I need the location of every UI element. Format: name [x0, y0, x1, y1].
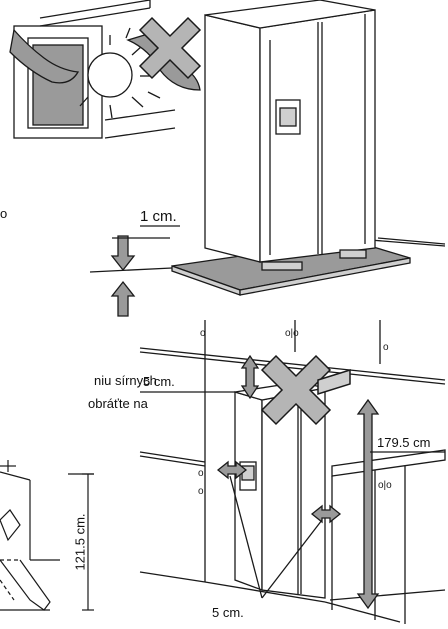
side-gap-label: 5 cm. — [212, 605, 244, 620]
height-label: 179.5 cm — [377, 435, 431, 450]
svg-text:o: o — [383, 342, 389, 353]
sun-icon — [79, 27, 163, 119]
door-depth-label: 121.5 cm. — [72, 513, 88, 571]
svg-text:o|o: o|o — [378, 480, 392, 491]
x-mark-icon — [260, 354, 351, 426]
door-swing-diagram — [0, 460, 94, 611]
svg-text:o|o: o|o — [285, 328, 299, 339]
kitchen-cabinets: o o|o o o o o|o — [139, 320, 446, 624]
body-text-line-2: obráťte na — [88, 396, 148, 411]
svg-text:o: o — [200, 328, 206, 339]
window-sun-illustration — [9, 0, 176, 139]
gap-label-1cm: 1 cm. — [140, 208, 177, 225]
top-clearance-label: 5 cm. — [143, 374, 175, 389]
x-mark-icon — [138, 16, 202, 80]
arrow-icon — [356, 398, 445, 610]
svg-text:o: o — [198, 468, 204, 479]
left-text-fragment: o — [0, 206, 8, 221]
fridge-top — [204, 0, 376, 271]
svg-text:o: o — [198, 486, 204, 497]
body-text-line-1: niu sírnych — [94, 373, 157, 388]
arrow-icon — [110, 225, 180, 317]
arrow-icon — [216, 460, 342, 599]
arrow-icon — [140, 354, 260, 400]
